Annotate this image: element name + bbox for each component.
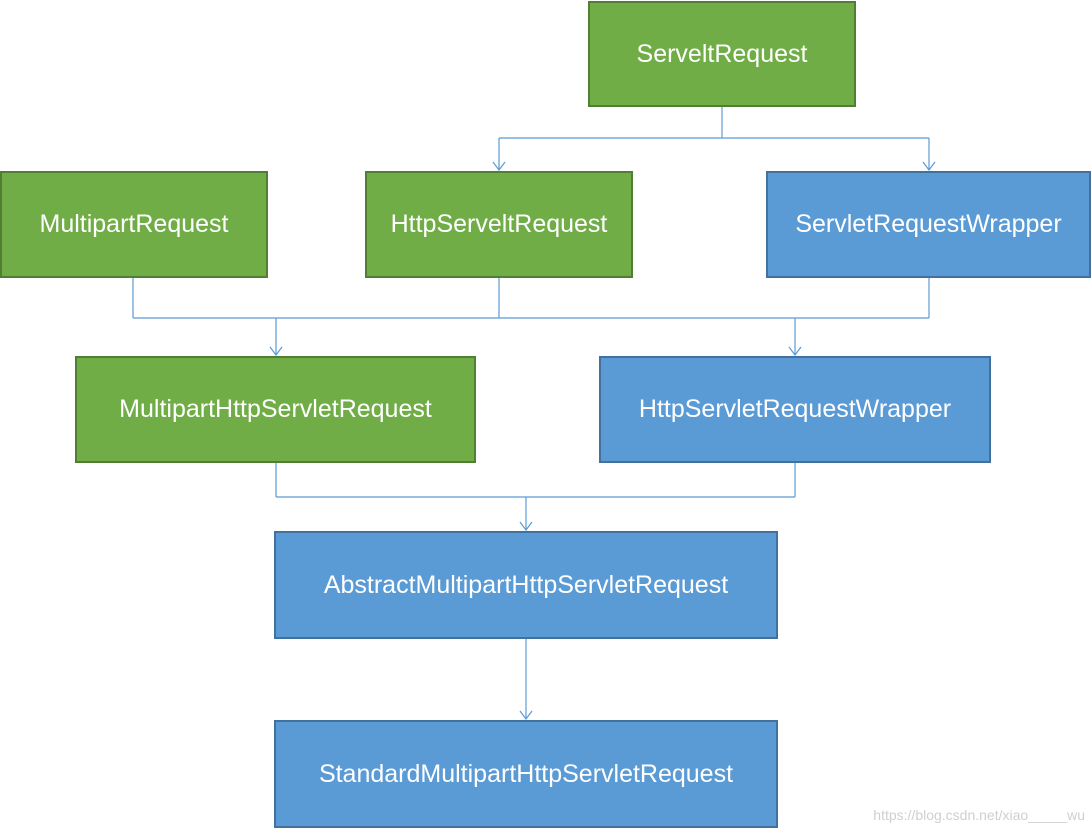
arrowhead-httpservletrequestwrapper — [788, 346, 802, 356]
watermark-text: https://blog.csdn.net/xiao_____wu — [873, 807, 1085, 823]
arrowhead-httpservletrequest — [492, 161, 506, 171]
arrowhead-multiparthttpservletrequest — [269, 346, 283, 356]
node-httpservletrequestwrapper: HttpServletRequestWrapper — [599, 356, 991, 463]
arrowhead-standard — [519, 710, 533, 720]
node-multiparthttpservletrequest: MultipartHttpServletRequest — [75, 356, 476, 463]
node-abstractmultiparthttpservletrequest: AbstractMultipartHttpServletRequest — [274, 531, 778, 639]
node-multipartrequest: MultipartRequest — [0, 171, 268, 278]
node-servletrequestwrapper: ServletRequestWrapper — [766, 171, 1091, 278]
arrowhead-servletrequestwrapper — [922, 161, 936, 171]
node-standardmultiparthttpservletrequest: StandardMultipartHttpServletRequest — [274, 720, 778, 828]
node-servletrequest: ServeltRequest — [588, 1, 856, 107]
arrowhead-abstract — [519, 521, 533, 531]
node-httpservletrequest: HttpServeltRequest — [365, 171, 633, 278]
